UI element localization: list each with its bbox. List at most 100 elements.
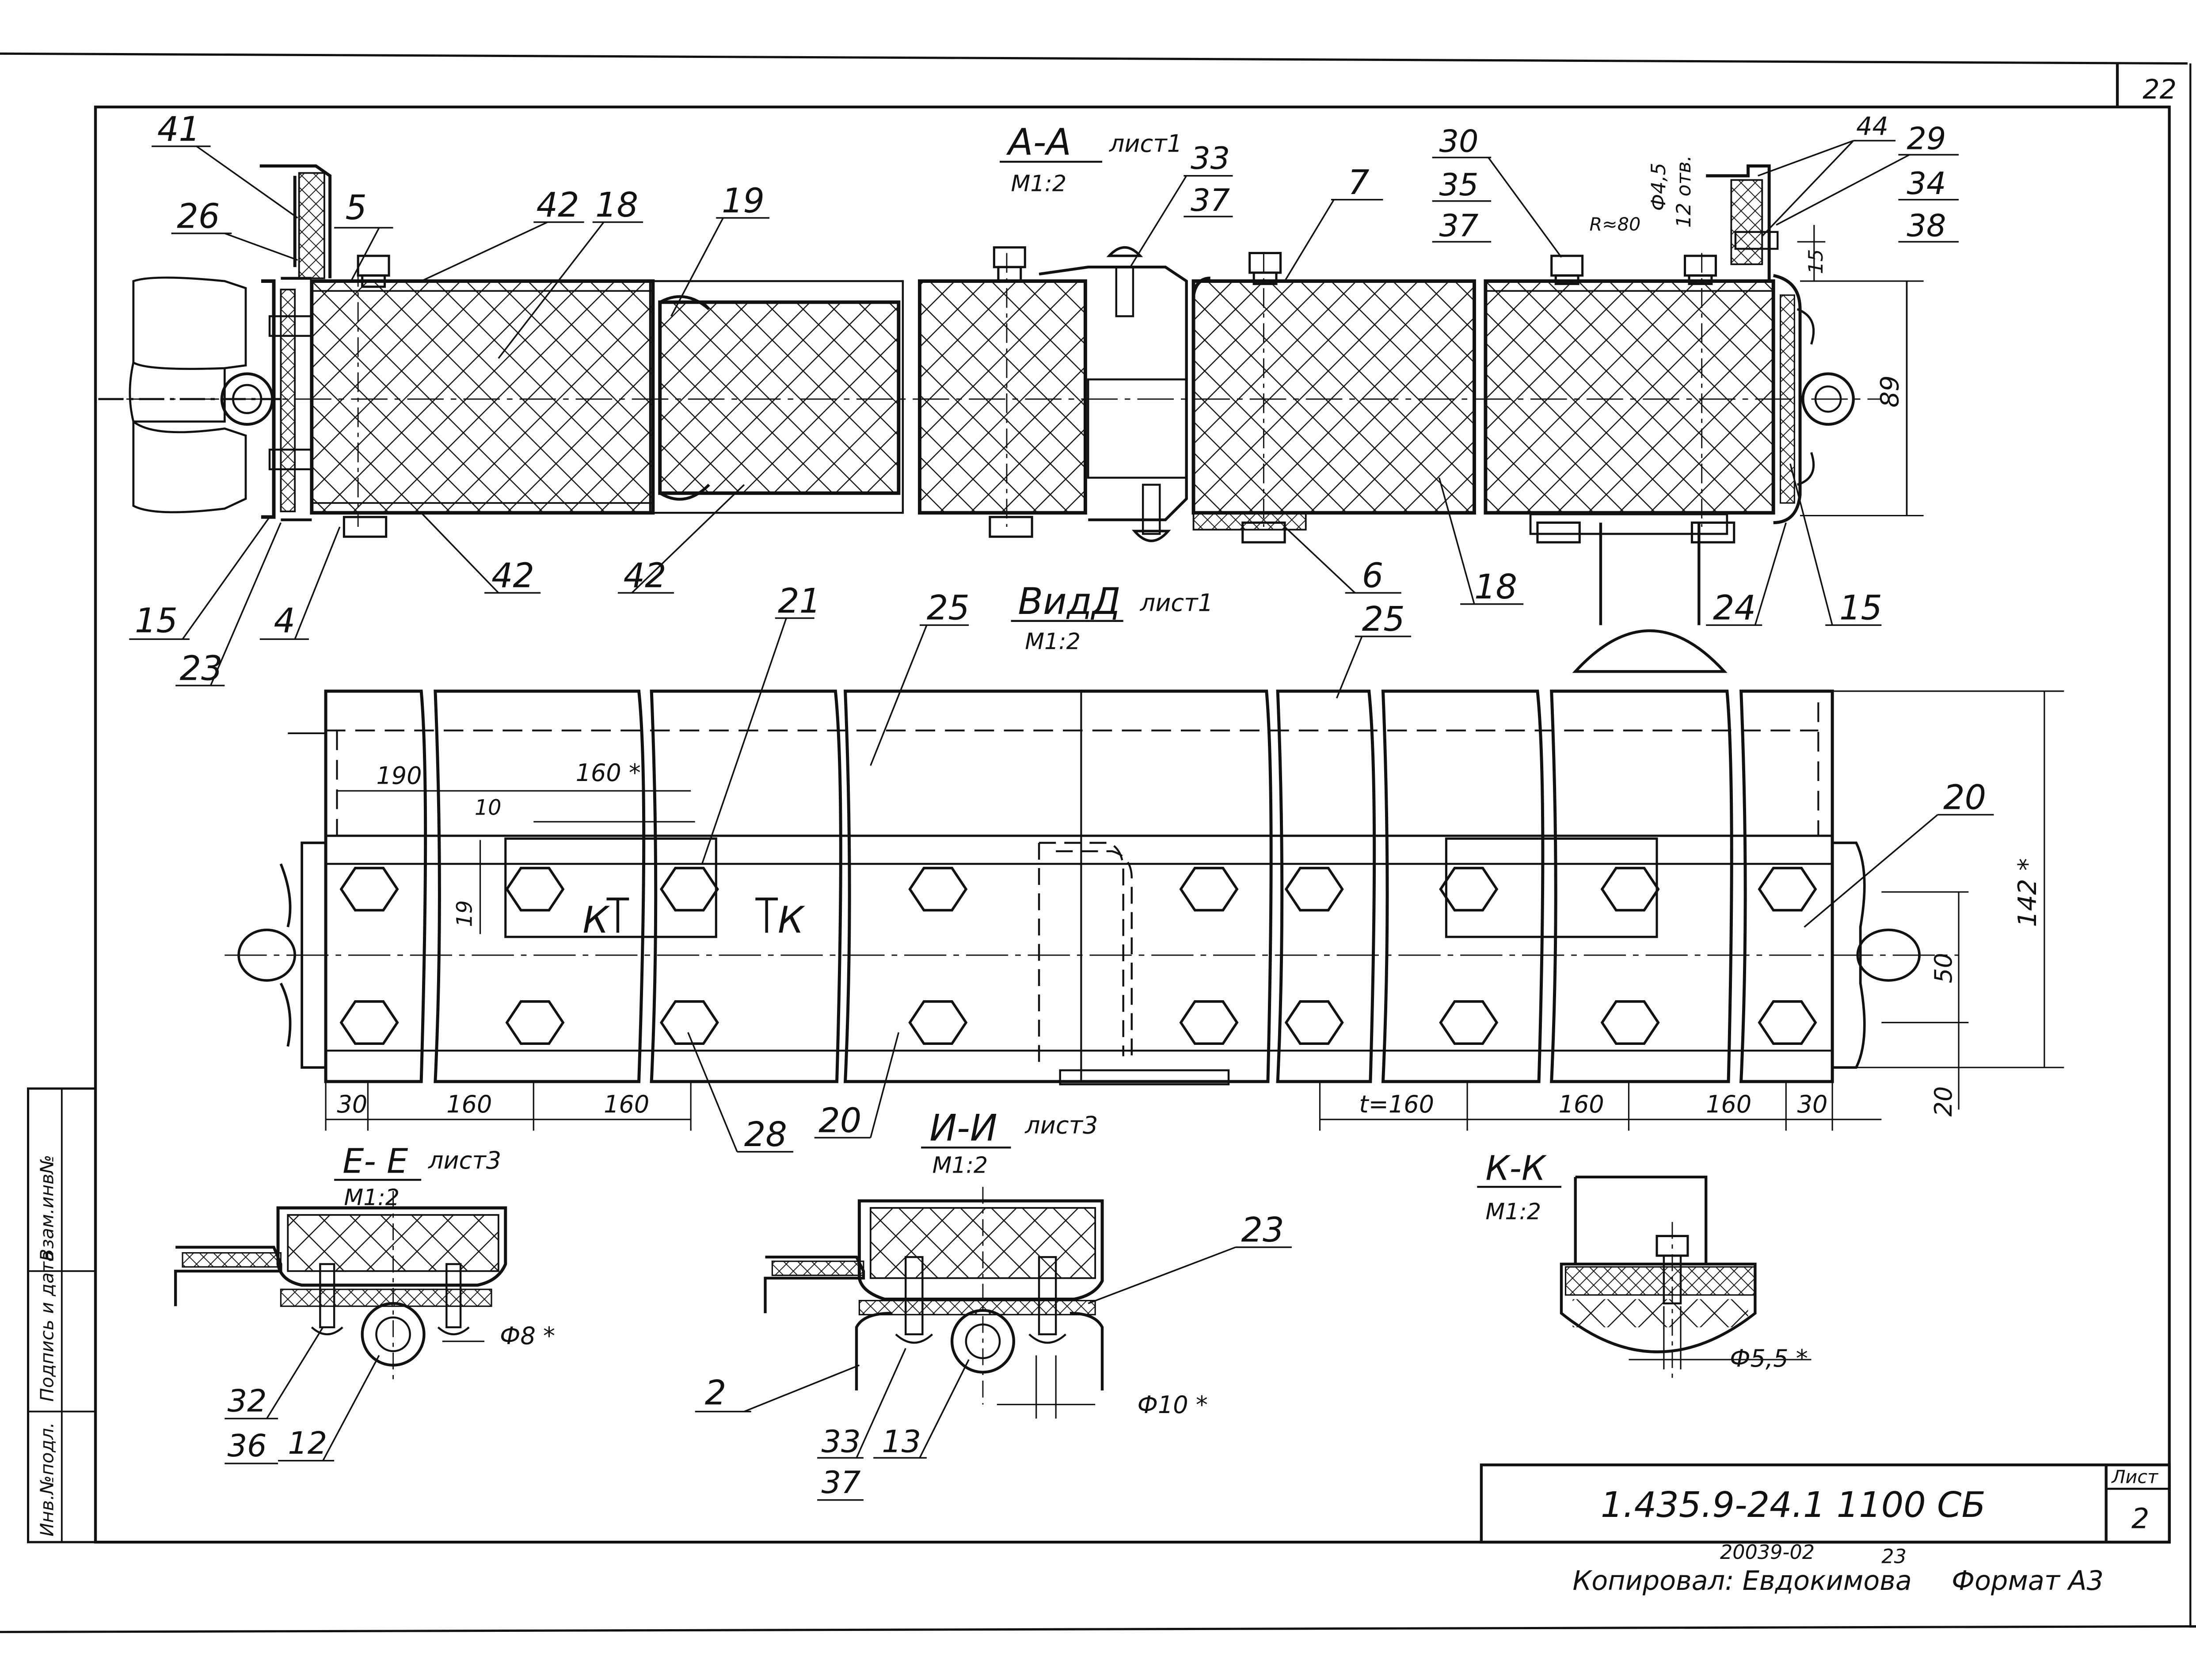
ee-dim-d8: Ф8 * [500, 1322, 555, 1350]
vid-cut-k1: К [583, 899, 610, 941]
vid-cut-k2: К [778, 899, 805, 941]
kk-scale: М1:2 [1485, 1198, 1541, 1224]
title-sheet-number: 2 [2131, 1502, 2149, 1535]
section-aa-title: A-A лист1 М1:2 [1000, 121, 1182, 197]
aa-scale: М1:2 [1011, 171, 1067, 197]
vid-dim-10: 10 [475, 796, 502, 820]
strip-vzam-label: Взам.инв№ [37, 1155, 58, 1261]
aa-leaders [129, 140, 1959, 686]
section-ee-title: Е- Е лист3 М1:2 [334, 1141, 501, 1211]
aa-sheet: лист1 [1109, 130, 1182, 158]
vid-dim-160-b: 160 [604, 1090, 649, 1118]
aa-label-5: 5 [346, 188, 367, 227]
section-ii-title: И-И лист3 М1:2 [921, 1107, 1098, 1178]
aa-label-37b: 37 [1439, 208, 1479, 244]
insulator-left [98, 276, 281, 514]
aa-label-7: 7 [1348, 163, 1370, 202]
vid-title: ВидД [1018, 580, 1120, 623]
ee-leaders [225, 1327, 380, 1464]
aa-label-34: 34 [1907, 166, 1946, 202]
aa-label-26: 26 [177, 196, 220, 236]
vid-cut-arrows [606, 897, 778, 933]
stamp-copied: Копировал: Евдокимова [1572, 1566, 1911, 1596]
vid-dim-19: 19 [453, 900, 477, 927]
ii-dim-d10: Ф10 * [1137, 1391, 1207, 1419]
aa-label-42-bottom-b: 42 [624, 556, 666, 595]
aa-label-35: 35 [1439, 167, 1479, 203]
view-d-drawing [225, 690, 2064, 1131]
vid-label-28: 28 [744, 1115, 787, 1154]
aa-label-38: 38 [1907, 208, 1946, 244]
section-kk-title: К-К М1:2 [1477, 1148, 1561, 1224]
aa-label-23: 23 [180, 648, 223, 688]
aa-dim-r: R≈80 [1589, 214, 1640, 235]
strip-podpis-label: Подпись и дата [37, 1250, 58, 1402]
title-designation: 1.435.9-24.1 1100 СБ [1601, 1484, 1986, 1525]
vid-dim-t160: t=160 [1359, 1090, 1434, 1118]
ii-sheet: лист3 [1024, 1112, 1098, 1139]
aa-label-42-top: 42 [537, 185, 579, 225]
aa-label-18-top: 18 [595, 185, 638, 225]
ii-leaders [695, 1246, 1292, 1501]
vid-label-21: 21 [778, 581, 821, 621]
aa-label-41: 41 [157, 109, 200, 149]
ii-label-23: 23 [1241, 1210, 1284, 1250]
aa-label-18-bottom: 18 [1474, 567, 1517, 606]
stamp-format: Формат А3 [1952, 1566, 2104, 1596]
vid-dim-50: 50 [1930, 953, 1957, 983]
aa-label-4: 4 [274, 601, 296, 640]
section-ee-drawing [174, 1191, 507, 1384]
aa-title: A-A [1006, 121, 1071, 164]
aa-label-42-bottom-a: 42 [491, 556, 534, 595]
strip-inv-label: Инв.№подл. [37, 1422, 58, 1537]
ii-scale: М1:2 [932, 1152, 988, 1178]
aa-dim-holes: 12 отв. [1673, 155, 1695, 228]
aa-label-24: 24 [1713, 588, 1756, 628]
section-aa-drawing [98, 164, 1924, 673]
vid-dim-30-left: 30 [337, 1090, 368, 1118]
view-d-title: ВидД лист1 М1:2 [1011, 580, 1213, 654]
vid-label-25-right: 25 [1362, 599, 1405, 639]
aa-label-33: 33 [1191, 141, 1230, 176]
vid-dim-190: 190 [376, 762, 422, 789]
title-sheet-label: Лист [2111, 1467, 2159, 1488]
aa-dim-89: 89 [1875, 375, 1904, 408]
aa-label-37: 37 [1191, 183, 1230, 218]
kk-title: К-К [1485, 1148, 1547, 1188]
stamp-archive: 20039-02 [1720, 1541, 1815, 1564]
vid-label-20-bottom: 20 [818, 1101, 861, 1140]
aa-dim-15: 15 [1805, 249, 1827, 274]
vid-dim-160-a: 160 [446, 1090, 492, 1118]
vid-scale: М1:2 [1025, 628, 1081, 654]
aa-dim-d45: Ф4,5 [1648, 163, 1670, 211]
ee-label-32: 32 [228, 1383, 267, 1419]
vid-dim-160-star: 160 * [576, 759, 641, 787]
sheet-frame [0, 52, 2196, 1633]
ii-label-37: 37 [822, 1465, 861, 1501]
sheet-top-number: 22 [2143, 74, 2177, 105]
vid-dim-20: 20 [1930, 1086, 1957, 1117]
aa-label-29: 29 [1907, 121, 1946, 156]
vid-label-20-right: 20 [1943, 778, 1986, 817]
kk-dim-d55: Ф5,5 * [1730, 1345, 1808, 1372]
vid-leaders [687, 617, 1994, 1153]
ii-title: И-И [929, 1107, 997, 1149]
section-kk-drawing [1560, 1175, 1812, 1384]
ii-label-13: 13 [882, 1424, 921, 1460]
ee-label-36: 36 [228, 1428, 267, 1464]
ii-label-2: 2 [705, 1373, 727, 1413]
vid-sheet: лист1 [1140, 589, 1213, 617]
vid-dim-142: 142 * [2013, 858, 2042, 927]
aa-label-30: 30 [1439, 124, 1479, 160]
title-block [1480, 1463, 2171, 1544]
aa-label-6: 6 [1362, 556, 1384, 595]
ee-sheet: лист3 [428, 1147, 501, 1174]
aa-label-44: 44 [1856, 112, 1888, 141]
ee-label-12: 12 [288, 1425, 327, 1461]
ee-title: Е- Е [343, 1141, 408, 1181]
ee-scale: М1:2 [344, 1185, 400, 1211]
ii-label-33: 33 [822, 1424, 861, 1460]
approval-strip [27, 1087, 97, 1543]
stamp-archive-page: 23 [1881, 1546, 1907, 1568]
